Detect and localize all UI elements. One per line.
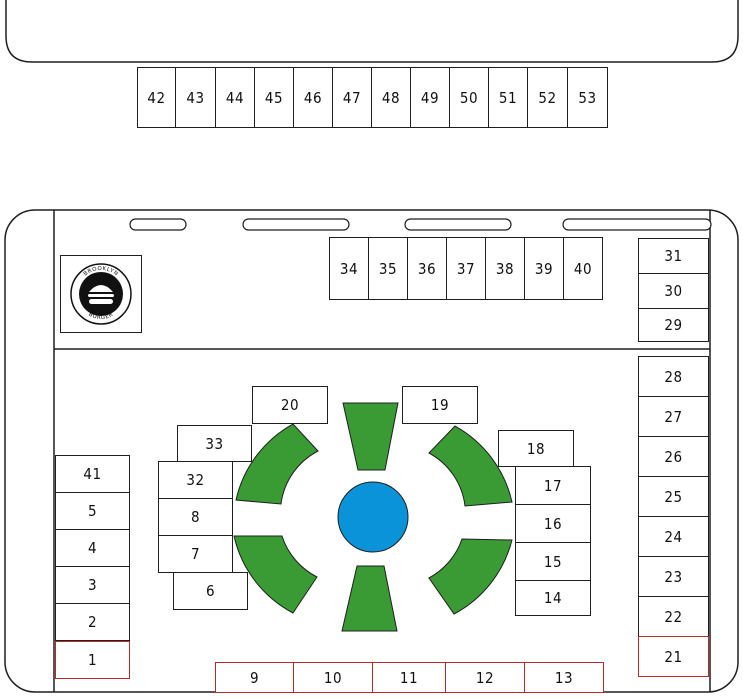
seat-13[interactable]: 13 — [524, 662, 604, 693]
seat-15[interactable]: 15 — [515, 542, 591, 581]
seat-26[interactable]: 26 — [638, 436, 709, 477]
seat-30[interactable]: 30 — [638, 273, 709, 309]
seat-48[interactable]: 48 — [371, 67, 411, 128]
seat-28[interactable]: 28 — [638, 356, 709, 397]
seat-2[interactable]: 2 — [55, 603, 130, 641]
wall-bench-4 — [562, 218, 712, 231]
seat-46[interactable]: 46 — [293, 67, 333, 128]
seat-47[interactable]: 47 — [332, 67, 372, 128]
wall-bench-3 — [404, 218, 512, 231]
seat-20[interactable]: 20 — [252, 386, 328, 424]
seat-27[interactable]: 27 — [638, 396, 709, 437]
seat-7[interactable]: 7 — [158, 535, 233, 573]
seat-19[interactable]: 19 — [402, 386, 478, 424]
seat-8[interactable]: 8 — [158, 498, 233, 536]
seat-40[interactable]: 40 — [563, 237, 603, 300]
seat-51[interactable]: 51 — [488, 67, 528, 128]
seat-10[interactable]: 10 — [293, 662, 373, 693]
sofa-upper-left[interactable] — [235, 423, 319, 505]
seat-52[interactable]: 52 — [527, 67, 568, 128]
seat-34[interactable]: 34 — [329, 237, 369, 300]
seat-37[interactable]: 37 — [446, 237, 486, 300]
seat-31[interactable]: 31 — [638, 238, 709, 274]
seat-14[interactable]: 14 — [515, 580, 591, 616]
seat-32[interactable]: 32 — [158, 461, 233, 499]
sofa-lower-right[interactable] — [428, 538, 513, 615]
seat-3[interactable]: 3 — [55, 566, 130, 604]
seat-9[interactable]: 9 — [215, 662, 294, 693]
seat-21[interactable]: 21 — [638, 636, 709, 677]
center-round-table[interactable] — [337, 481, 409, 553]
seat-38[interactable]: 38 — [485, 237, 525, 300]
seat-50[interactable]: 50 — [449, 67, 489, 128]
seat-1[interactable]: 1 — [55, 641, 130, 679]
seat-53[interactable]: 53 — [567, 67, 608, 128]
seat-22[interactable]: 22 — [638, 596, 709, 637]
seat-5[interactable]: 5 — [55, 492, 130, 530]
seat-41[interactable]: 41 — [55, 455, 130, 493]
seat-33[interactable]: 33 — [177, 425, 252, 462]
burger-logo-icon: BROOKLYN BURGER — [70, 263, 132, 325]
svg-text:BROOKLYN: BROOKLYN — [83, 266, 120, 278]
seat-29[interactable]: 29 — [638, 308, 709, 342]
seat-36[interactable]: 36 — [407, 237, 447, 300]
svg-text:BURGER: BURGER — [87, 312, 114, 321]
seat-42[interactable]: 42 — [137, 67, 176, 128]
burger-logo: BROOKLYN BURGER — [60, 255, 142, 333]
seat-43[interactable]: 43 — [175, 67, 216, 128]
sofa-lower-left[interactable] — [233, 535, 318, 614]
wall-bench-1 — [129, 218, 187, 231]
wall-bench-2 — [242, 218, 350, 231]
seat-12[interactable]: 12 — [445, 662, 525, 693]
seat-4[interactable]: 4 — [55, 529, 130, 567]
seat-24[interactable]: 24 — [638, 516, 709, 557]
seat-35[interactable]: 35 — [368, 237, 408, 300]
seat-17[interactable]: 17 — [515, 466, 591, 505]
seat-45[interactable]: 45 — [254, 67, 294, 128]
seat-6[interactable]: 6 — [173, 572, 248, 610]
seat-44[interactable]: 44 — [215, 67, 255, 128]
seat-49[interactable]: 49 — [410, 67, 450, 128]
seat-16[interactable]: 16 — [515, 504, 591, 543]
seat-23[interactable]: 23 — [638, 556, 709, 597]
sofa-upper-right[interactable] — [428, 425, 513, 507]
sofa-bottom[interactable] — [341, 565, 398, 632]
seat-25[interactable]: 25 — [638, 476, 709, 517]
seat-11[interactable]: 11 — [372, 662, 446, 693]
seat-39[interactable]: 39 — [524, 237, 564, 300]
logo-top-text: BROOKLYN — [83, 266, 119, 278]
logo-bottom-text: BURGER — [87, 312, 114, 321]
upper-room-outline — [5, 0, 739, 63]
seat-18[interactable]: 18 — [498, 430, 574, 467]
sofa-top[interactable] — [342, 402, 399, 471]
